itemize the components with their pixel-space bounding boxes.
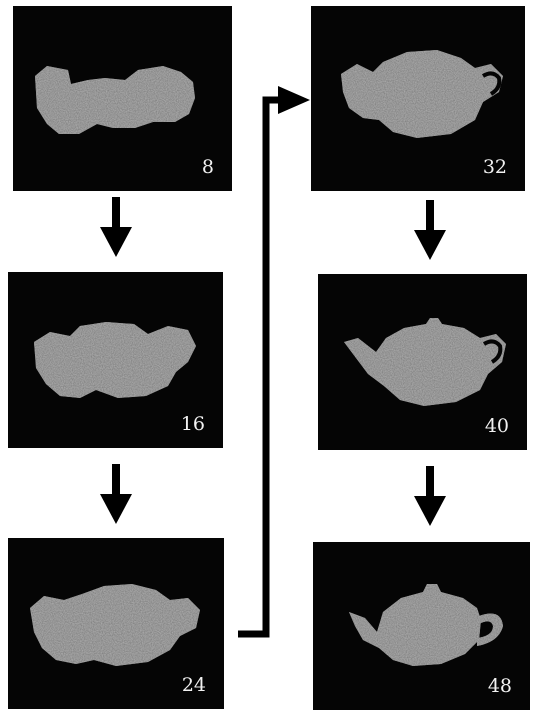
down-arrow-icon	[98, 197, 134, 259]
step-label: 8	[202, 158, 214, 177]
elbow-connector-arrow	[234, 80, 314, 646]
down-arrow-icon	[412, 200, 448, 262]
rough-blob-render	[13, 6, 232, 191]
render-panel-32: 32	[311, 6, 525, 191]
step-label: 32	[483, 158, 507, 177]
step-label: 24	[182, 676, 206, 695]
step-label: 16	[181, 415, 205, 434]
render-panel-8: 8	[13, 6, 232, 191]
step-label: 40	[485, 417, 509, 436]
render-panel-24: 24	[8, 538, 224, 709]
down-arrow-icon	[412, 466, 448, 528]
render-panel-48: 48	[313, 542, 530, 710]
render-panel-40: 40	[318, 274, 527, 450]
render-panel-16: 16	[8, 272, 223, 448]
down-arrow-icon	[98, 464, 134, 526]
step-label: 48	[488, 677, 512, 696]
